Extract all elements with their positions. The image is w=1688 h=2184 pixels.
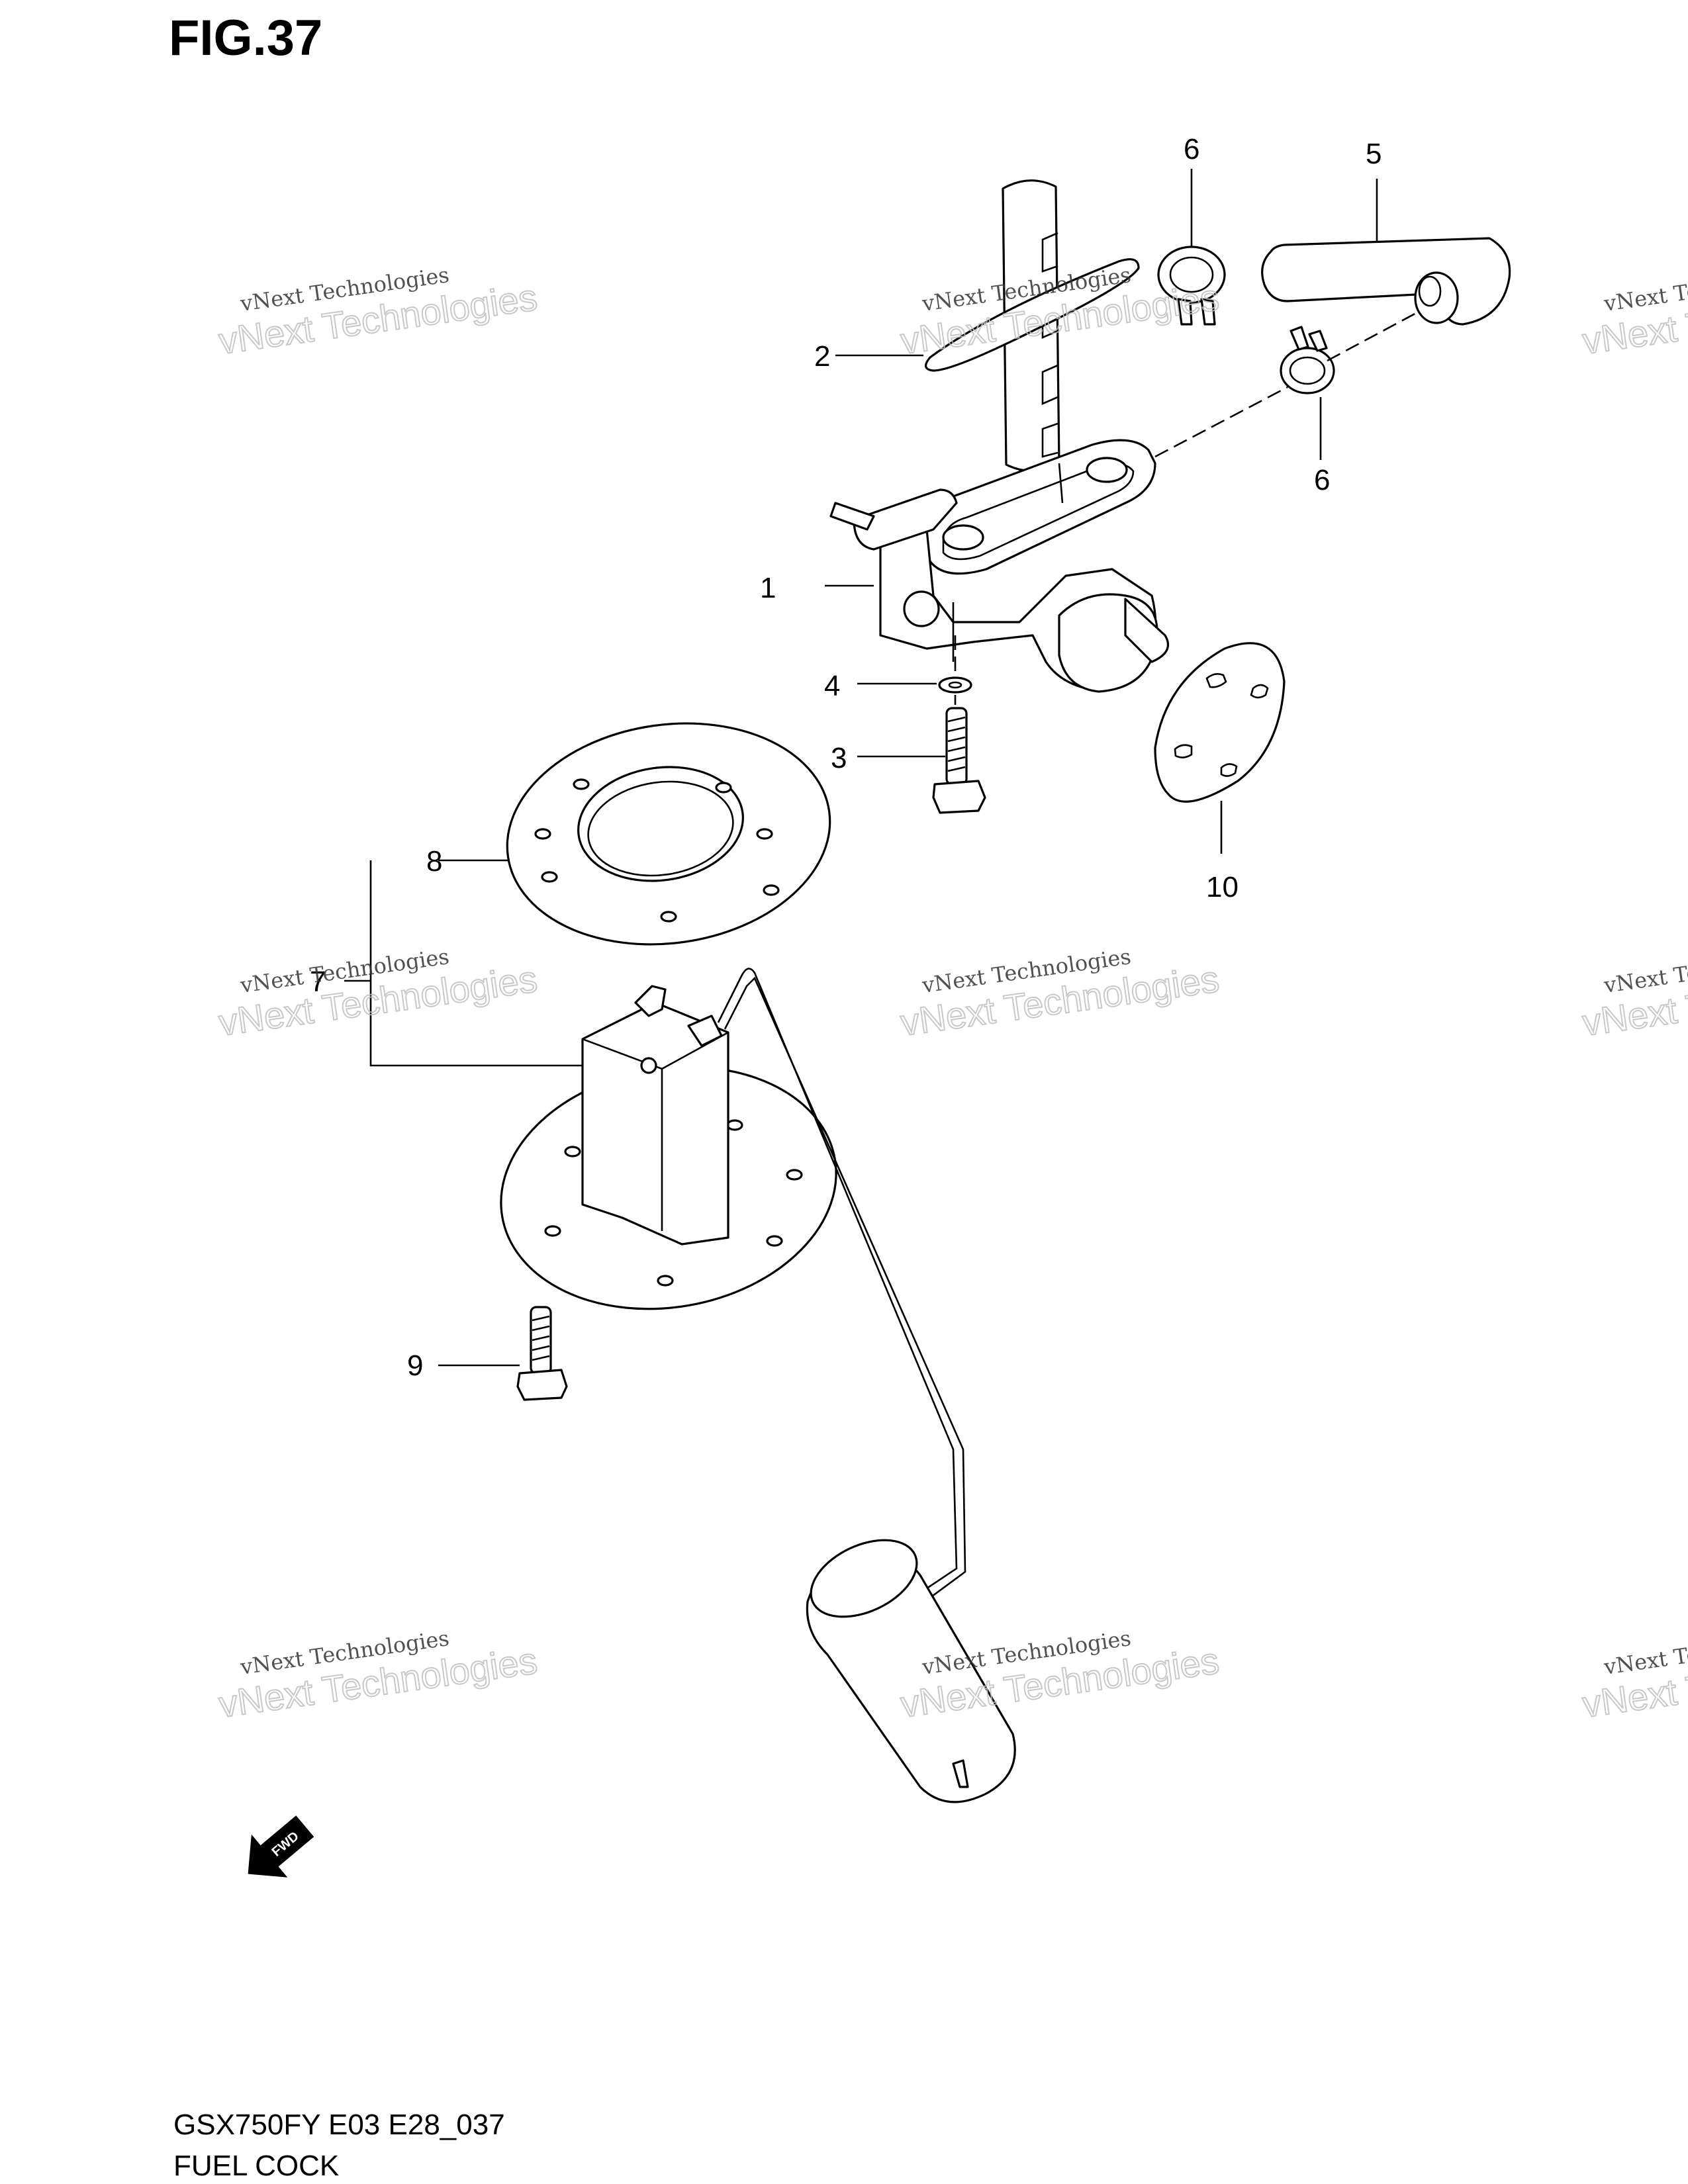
callout-6-upper: 6 bbox=[1184, 133, 1199, 165]
hose-part bbox=[1261, 237, 1511, 326]
fuel-cock-assembly bbox=[829, 179, 1169, 693]
clamp-lower-part bbox=[1280, 326, 1335, 394]
fuel-level-gauge-part bbox=[500, 968, 1016, 1803]
callout-7: 7 bbox=[310, 966, 326, 998]
figure-name: FUEL COCK bbox=[173, 2150, 340, 2182]
gasket-plate-part bbox=[1154, 642, 1286, 803]
bolt-part-9 bbox=[516, 1306, 568, 1401]
callout-9: 9 bbox=[407, 1349, 423, 1382]
callout-numbers: 1 2 3 4 5 6 6 7 8 9 10 bbox=[310, 133, 1382, 1382]
washer-part bbox=[938, 676, 972, 694]
figure-code: GSX750FY E03 E28_037 bbox=[173, 2109, 505, 2141]
callout-4: 4 bbox=[824, 670, 840, 702]
callout-8: 8 bbox=[426, 845, 442, 878]
bolt-part-3 bbox=[932, 707, 986, 814]
gasket-part bbox=[506, 722, 831, 946]
callout-6-lower: 6 bbox=[1314, 464, 1330, 496]
watermark-7: vNext Technologies vNext Technologies bbox=[216, 1625, 541, 1726]
callout-10: 10 bbox=[1206, 871, 1239, 903]
callout-1: 1 bbox=[760, 572, 776, 604]
leader-lines bbox=[344, 169, 1378, 1367]
watermark-5: vNext Technologies vNext Technologies bbox=[898, 944, 1223, 1044]
watermark-9: vNext Technologies vNext Technologies bbox=[1579, 1625, 1688, 1726]
watermark-3: vNext Technologies vNext Technologies bbox=[1579, 262, 1688, 363]
watermark-4: vNext Technologies vNext Technologies bbox=[216, 944, 541, 1044]
callout-2: 2 bbox=[814, 340, 830, 373]
watermark-1: vNext Technologies vNext Technologies bbox=[216, 262, 541, 363]
fwd-arrow-icon: FWD bbox=[248, 1815, 314, 1878]
figure-title: FIG.37 bbox=[169, 10, 323, 66]
callout-3: 3 bbox=[831, 742, 847, 774]
clamp-upper-part bbox=[1157, 246, 1226, 326]
watermark-6: vNext Technologies vNext Technologies bbox=[1579, 944, 1688, 1044]
callout-5: 5 bbox=[1366, 138, 1382, 170]
o-ring-part bbox=[925, 258, 1140, 372]
